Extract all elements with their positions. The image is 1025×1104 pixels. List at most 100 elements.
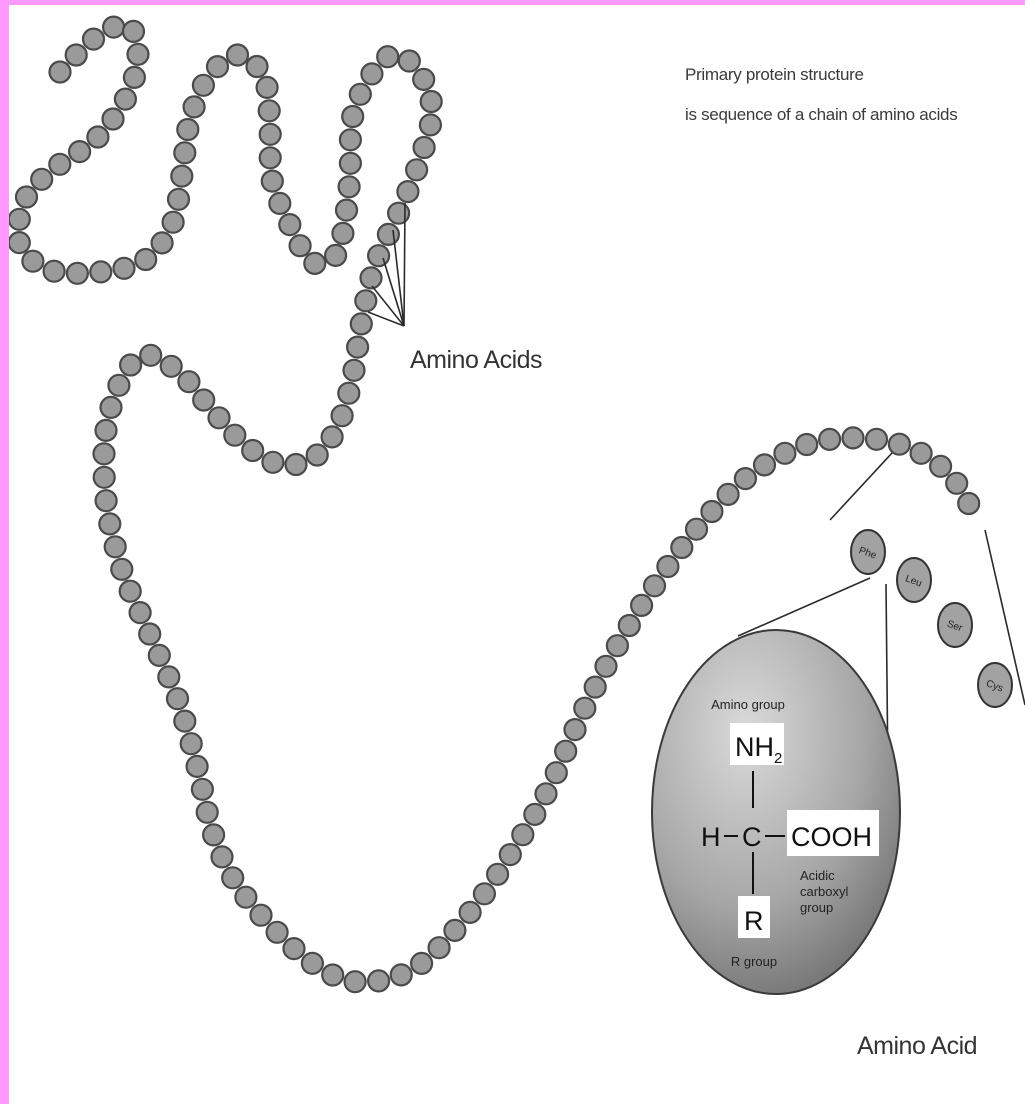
amino-acid-bead [9,232,30,253]
amino-acid-bead [96,490,117,511]
amino-acid-bead [161,356,182,377]
hydrogen-atom: H [701,822,721,852]
amino-acid-bead [44,261,65,282]
amino-acid-bead [184,96,205,117]
amino-acid-bead [269,193,290,214]
residue-ser: Ser [938,603,972,647]
amino-acid-bead [177,119,198,140]
amino-acid-bead [411,953,432,974]
amino-acid-bead [397,181,418,202]
amino-acid-bead [120,355,141,376]
residue-phe: Phe [851,530,885,574]
amino-acid-bead [103,17,124,38]
amino-acid-bead [332,405,353,426]
amino-acid-bead [22,251,43,272]
amino-acid-bead [631,595,652,616]
amino-acid-bead [193,390,214,411]
amino-acid-bead [168,189,189,210]
amino-acid-bead [735,468,756,489]
amino-acid-bead [555,741,576,762]
amino-acid-bead [414,137,435,158]
amino-acid-bead [958,493,979,514]
amino-acid-bead [224,425,245,446]
amino-acid-bead [336,200,357,221]
amino-acid-bead [342,106,363,127]
amino-acid-bead [222,867,243,888]
amino-acids-label: Amino Acids [410,346,542,375]
amino-acid-bead [284,938,305,959]
amino-acid-bead [429,937,450,958]
amino-acid-bead [171,166,192,187]
amino-acid-bead [340,129,361,150]
amino-acid-bead [251,905,272,926]
amino-acid-bead [368,245,389,266]
carboxyl-caption-2: carboxyl [800,884,849,899]
amino-acid-bead [930,456,951,477]
amino-acid-bead [123,21,144,42]
amino-acid-bead [174,711,195,732]
carboxyl-caption-1: Acidic [800,868,835,883]
amino-acid-bead [889,434,910,455]
amino-acid-bead [290,235,311,256]
amino-acid-bead [460,902,481,923]
amino-acid-bead [843,427,864,448]
amino-acid-bead [585,677,606,698]
amino-acid-bead [174,142,195,163]
amino-acid-bead [340,153,361,174]
amino-acid-bead [286,454,307,475]
amino-acid-bead [66,45,87,66]
amino-acid-bead [49,154,70,175]
amino-acid-bead [302,953,323,974]
amino-acid-bead [87,127,108,148]
amino-acid-bead [619,615,640,636]
amino-acid-bead [444,920,465,941]
carboxyl-caption-3: group [800,900,833,915]
amino-acid-label: Amino Acid [857,1032,977,1061]
amino-acid-bead [344,360,365,381]
amino-acid-bead [421,91,442,112]
amino-acid-bead [304,253,325,274]
amino-acid-bead [105,536,126,557]
amino-acid-bead [339,176,360,197]
amino-acid-bead [99,513,120,534]
amino-acid-bead [149,645,170,666]
amino-acid-bead [260,124,281,145]
amino-acid-bead [420,114,441,135]
amino-acid-bead [388,203,409,224]
amino-acid-bead [209,407,230,428]
amino-acid-bead [332,223,353,244]
amino-acid-bead [345,971,366,992]
amino-acid-bead [115,89,136,110]
amino-acid-bead [83,29,104,50]
amino-acid-bead [866,429,887,450]
carboxyl-formula: COOH [791,822,872,852]
amino-acid-bead [242,440,263,461]
amino-acid-bead [128,44,149,65]
amino-acid-bead [774,443,795,464]
amino-acid-bead [192,779,213,800]
amino-acid-bead [67,263,88,284]
amino-acid-bead [391,964,412,985]
protein-chain-diagram: Phe Leu Ser Cys Amino group NH2 H C COOH [9,5,1025,1104]
residue-leu: Leu [897,558,931,602]
amino-acid-bead [9,209,30,230]
amino-acid-bead [701,501,722,522]
amino-acid-bead [247,56,268,77]
alpha-carbon: C [742,822,762,852]
amino-acid-bead [368,970,389,991]
amino-acid-bead [413,69,434,90]
amino-acid-bead [279,214,300,235]
amino-acid-bead [181,733,202,754]
amino-acid-bead [193,75,214,96]
amino-acid-bead [524,804,545,825]
amino-acid-bead [754,454,775,475]
diagram-title-line-2: is sequence of a chain of amino acids [685,104,957,126]
amino-acid-bead [101,397,122,418]
amino-acid-bead [31,169,52,190]
amino-acid-bead [378,224,399,245]
amino-acid-bead [574,698,595,719]
amino-acid-bead [96,420,117,441]
amino-acid-bead [139,624,160,645]
amino-acid-bead [178,371,199,392]
